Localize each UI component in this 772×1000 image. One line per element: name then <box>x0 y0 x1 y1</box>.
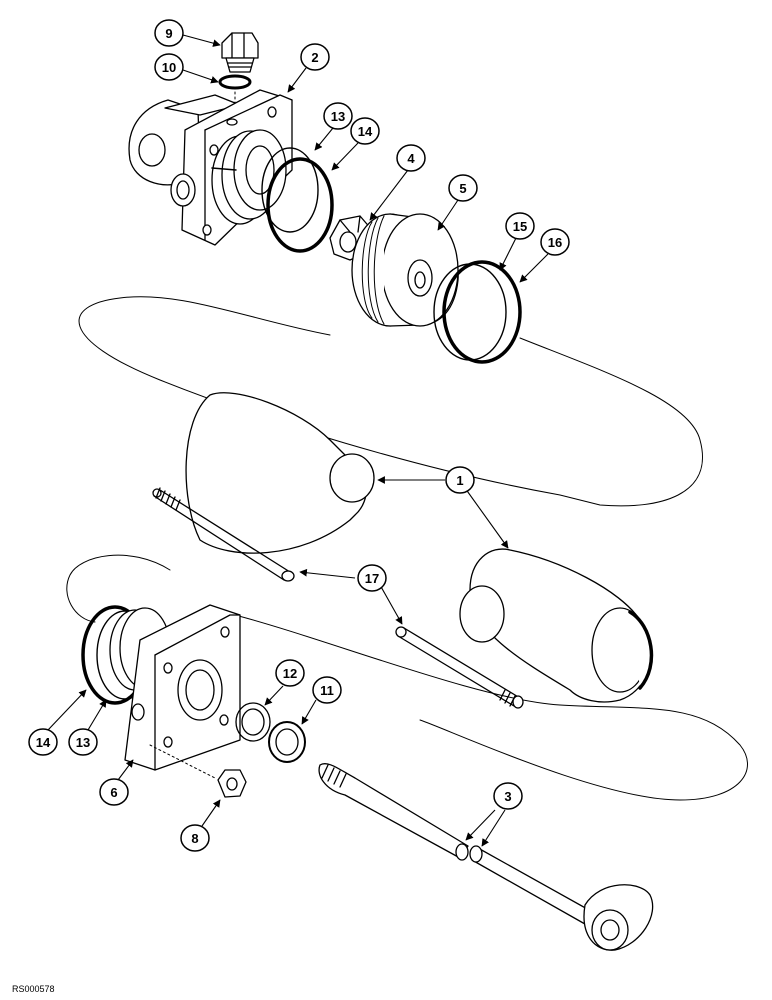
leader-4 <box>369 169 409 221</box>
leader-12 <box>264 685 284 706</box>
barrel-part-1-lower <box>459 548 654 703</box>
barrel-part-1-upper <box>185 392 375 554</box>
piston-rod-part-3 <box>318 763 654 951</box>
callout-17-circle <box>357 564 387 592</box>
leader-13-lower <box>87 699 107 731</box>
callout-4-circle <box>396 144 426 172</box>
plug-part-9 <box>221 32 259 73</box>
piston-part-5 <box>351 213 459 327</box>
callout-2-circle <box>300 43 330 71</box>
callout-15: 15 <box>513 219 527 234</box>
upper-assembly-loop <box>78 296 703 507</box>
washer-part-12 <box>235 702 271 742</box>
callout-16: 16 <box>548 235 562 250</box>
leader-13-upper <box>314 127 334 151</box>
callout-4: 4 <box>407 151 415 166</box>
callout-5-circle <box>448 174 478 202</box>
callout-16-circle <box>540 228 570 256</box>
callout-5: 5 <box>459 181 466 196</box>
leader-3-b <box>481 809 506 847</box>
leader-14-upper <box>331 142 359 171</box>
callout-1: 1 <box>456 473 463 488</box>
backup-ring-part-13-upper <box>261 147 319 233</box>
callout-3: 3 <box>504 789 511 804</box>
leader-14-lower <box>47 689 87 731</box>
callout-9-circle <box>154 19 184 47</box>
callout-2: 2 <box>311 50 318 65</box>
callout-13-upper: 13 <box>331 109 345 124</box>
leader-17-lower <box>379 584 403 625</box>
cylinder-head-part-6 <box>109 604 241 779</box>
o-ring-part-16 <box>442 260 522 364</box>
tie-rod-part-17-upper <box>152 487 295 582</box>
lower-assembly-loop <box>66 554 748 801</box>
callout-11-circle <box>312 676 342 704</box>
callout-13-lower: 13 <box>76 735 90 750</box>
leader-16 <box>519 253 549 283</box>
callout-3-circle <box>493 782 523 810</box>
leader-1-lower <box>464 487 509 549</box>
callout-6: 6 <box>110 785 117 800</box>
callout-9: 9 <box>165 26 172 41</box>
figure-code: RS000578 <box>12 984 55 994</box>
callout-13b-circle <box>68 728 98 756</box>
callout-1-circle <box>445 466 475 494</box>
callout-6-circle <box>99 778 129 806</box>
callout-15-circle <box>505 212 535 240</box>
callout-8-circle <box>180 824 210 852</box>
callout-14-upper: 14 <box>358 124 373 139</box>
leader-9 <box>182 34 221 47</box>
leader-3-a <box>465 809 496 841</box>
leader-17-upper <box>299 568 356 579</box>
leader-6 <box>117 759 134 781</box>
callout-10: 10 <box>162 60 176 75</box>
seal-part-11 <box>268 721 306 763</box>
callout-10-circle <box>154 53 184 81</box>
callout-8: 8 <box>191 831 198 846</box>
callout-13a-circle <box>323 102 353 130</box>
tie-rod-part-17-lower <box>395 626 524 709</box>
callout-14a-circle <box>350 117 380 145</box>
o-ring-part-10 <box>218 74 252 90</box>
callout-11: 11 <box>320 683 334 698</box>
nut-part-8 <box>217 769 247 798</box>
o-ring-part-14-upper <box>266 157 334 253</box>
leader-2 <box>287 67 307 93</box>
leader-8 <box>201 799 221 827</box>
callout-12-circle <box>275 659 305 687</box>
callout-12: 12 <box>283 666 297 681</box>
callout-14b-circle <box>28 728 58 756</box>
cylinder-head-part-2 <box>128 89 293 246</box>
callout-14-lower: 14 <box>36 735 51 750</box>
leader-15 <box>499 237 517 271</box>
leader-5 <box>437 199 459 231</box>
leader-11 <box>301 699 317 725</box>
callout-17: 17 <box>365 571 379 586</box>
leader-10 <box>182 69 219 84</box>
